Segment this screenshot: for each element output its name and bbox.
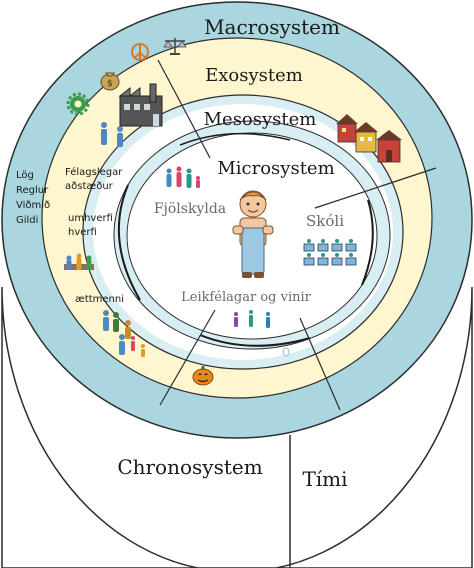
macro-value-norms: Viðmið: [16, 200, 50, 211]
time-label: Tími: [302, 467, 347, 491]
child-icon: [232, 190, 274, 278]
meso-connector-right: [361, 199, 374, 286]
mesosystem-label: Mesosystem: [204, 109, 317, 130]
social-conditions-line2: aðstæður: [65, 181, 114, 192]
meso-connector-bottom: [199, 334, 311, 347]
exosystem-label: Exosystem: [205, 65, 303, 86]
macro-value-values: Gildi: [16, 215, 38, 226]
school-desks-icon: [303, 239, 357, 266]
school-label: Skóli: [306, 212, 344, 230]
environment-line2: hverfi: [68, 227, 97, 238]
exo-people-icon: [101, 122, 123, 147]
scales-icon: [163, 38, 187, 55]
houses-icon: [336, 114, 402, 163]
gear-icon: [66, 92, 90, 116]
environment-line1: umhverfi: [68, 213, 113, 224]
drop-icon: [282, 347, 290, 357]
factory-icon: [118, 83, 163, 127]
divider-right: [314, 167, 437, 209]
chronosystem-label: Chronosystem: [117, 455, 262, 479]
meso-connector-top: [179, 132, 291, 146]
meso-connector-left: [117, 184, 141, 301]
microsystem-label: Microsystem: [217, 158, 334, 179]
environment-people-icon: [64, 253, 94, 270]
macro-value-laws: Lög: [16, 170, 34, 181]
macrosystem-label: Macrosystem: [204, 15, 340, 39]
divider-top: [157, 59, 211, 159]
social-conditions-line1: Félagslegar: [65, 166, 123, 178]
family-label: Fjölskylda: [154, 201, 226, 217]
macro-value-rules: Reglur: [16, 185, 49, 196]
chronosystem-band: [1, 286, 473, 568]
svg-text:$: $: [107, 79, 113, 89]
money-bag-icon: $: [100, 72, 120, 91]
peers-people-icon: [234, 310, 270, 328]
relatives-people-icon: [103, 310, 145, 357]
divider-bottom-left: [159, 309, 216, 406]
divider-bottom-right: [299, 317, 341, 411]
peace-icon: [131, 43, 149, 61]
relatives-label: ættmenni: [75, 294, 124, 305]
peers-label: Leikfélagar og vinir: [181, 290, 312, 305]
family-people-icon: [166, 166, 200, 188]
pumpkin-icon: [192, 366, 214, 386]
